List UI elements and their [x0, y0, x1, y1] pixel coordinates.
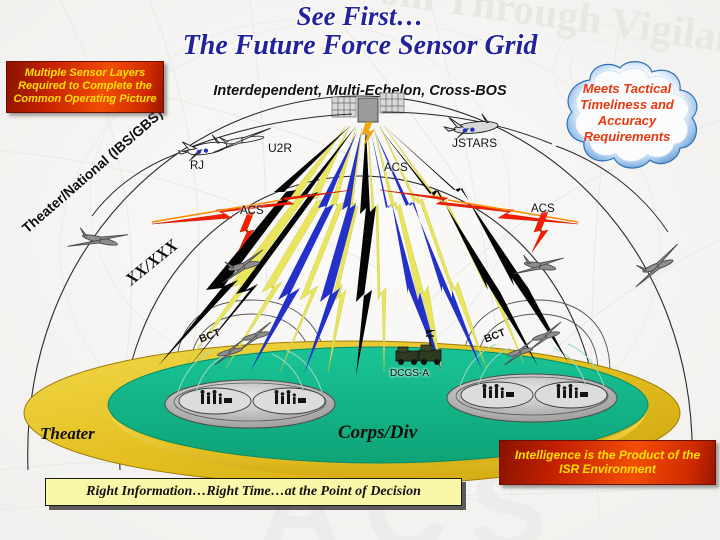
unit-cluster-left	[164, 349, 336, 429]
banner-right-information: Right Information…Right Time…at the Poin…	[45, 478, 462, 506]
platform-label-acs-center: ACS	[384, 162, 408, 174]
unit-cluster-right	[446, 343, 618, 423]
cloud-shape-icon	[566, 61, 698, 169]
callout-intelligence-isr: Intelligence is the Product of the ISR E…	[499, 440, 716, 486]
uav-bct-left-icon	[238, 321, 272, 351]
platform-label-dcgs-a: DCGS-A	[390, 368, 429, 379]
callout-multiple-sensor-layers: Multiple Sensor Layers Required to Compl…	[6, 61, 164, 113]
aircraft-rj-icon	[177, 134, 228, 162]
cloud-callout-text: Meets Tactical Timeliness and Accuracy R…	[580, 81, 674, 144]
uav-acs-left-icon	[222, 211, 264, 284]
platform-label-acs-left: ACS	[240, 205, 264, 217]
uav-right-edge-icon	[635, 243, 678, 288]
uav-bct-left2-icon	[214, 339, 244, 366]
satellite-icon	[331, 92, 405, 147]
callout-meets-tactical-cloud: Meets Tactical Timeliness and Accuracy R…	[540, 58, 712, 180]
aircraft-jstars-icon	[442, 113, 499, 140]
platform-label-rj: RJ	[190, 160, 205, 172]
uav-bct-right2-icon	[504, 339, 534, 366]
uav-left-edge-icon	[67, 227, 129, 247]
platform-label-jstars: JSTARS	[452, 136, 498, 150]
uav-u2r-icon	[213, 127, 271, 153]
sensor-beams	[151, 125, 579, 376]
title-line-1: See First…	[296, 1, 424, 31]
page-title: See First… The Future Force Sensor Grid	[0, 2, 720, 60]
dcgs-a-vehicles-icon	[395, 330, 442, 365]
echelon-label-corps-div: Corps/Div	[338, 422, 418, 443]
echelon-label-theater: Theater	[40, 424, 95, 443]
uav-bct-right-icon	[528, 321, 562, 351]
platform-label-acs-right: ACS	[531, 203, 555, 215]
uav-acs-right-icon	[514, 211, 564, 275]
subtitle: Interdependent, Multi-Echelon, Cross-BOS	[213, 83, 507, 99]
title-line-2: The Future Force Sensor Grid	[182, 29, 538, 61]
platform-label-u2r: U2R	[268, 141, 293, 155]
